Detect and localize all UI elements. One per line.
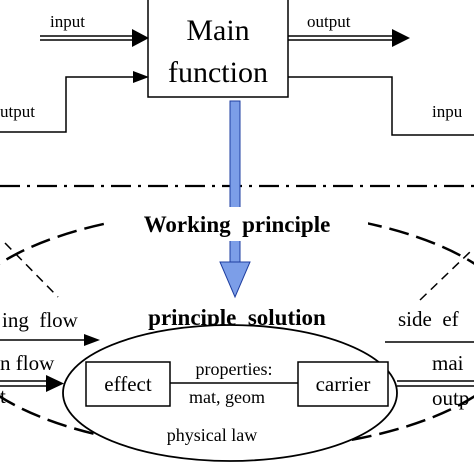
left-dashed-diagonal [4, 242, 59, 298]
input-right-connector [288, 76, 474, 136]
physical-law-label: physical law [167, 425, 257, 445]
output-right-label: output [307, 12, 351, 31]
blue-down-arrow [219, 100, 251, 299]
main-flow-double-arrow [0, 375, 64, 392]
flow-left-arrow [0, 334, 100, 346]
output-right-lower-label: outp [432, 386, 469, 410]
effect-box [85, 361, 171, 407]
main-function-line1: Main [186, 14, 249, 47]
effect-label: effect [104, 372, 152, 396]
carrier-box [297, 361, 389, 407]
input-left-double-arrow [40, 29, 149, 47]
main-output-double-line [397, 380, 474, 387]
properties-label: properties: [196, 359, 273, 379]
mat-geom-label: mat, geom [189, 387, 265, 407]
t-label: t [0, 384, 6, 408]
main-right-label: mai [432, 351, 464, 375]
carrier-label: carrier [316, 372, 371, 396]
working-principle-label: Working principle [144, 212, 331, 237]
input-right-label: inpu [432, 102, 463, 121]
output-left-label: utput [0, 102, 35, 121]
working-principle-label-bg [106, 207, 368, 241]
side-effect-label: side ef [398, 307, 459, 331]
input-left-label: input [50, 12, 85, 31]
output-right-double-arrow [288, 29, 410, 47]
main-function-box [147, 0, 289, 98]
principle-solution-ellipse [62, 324, 398, 462]
flow-left-label: ing flow [2, 308, 79, 332]
main-flow-label: n flow [0, 351, 55, 375]
output-left-connector [0, 71, 149, 133]
main-function-line2: function [168, 56, 268, 89]
right-dashed-diagonal [419, 251, 471, 301]
